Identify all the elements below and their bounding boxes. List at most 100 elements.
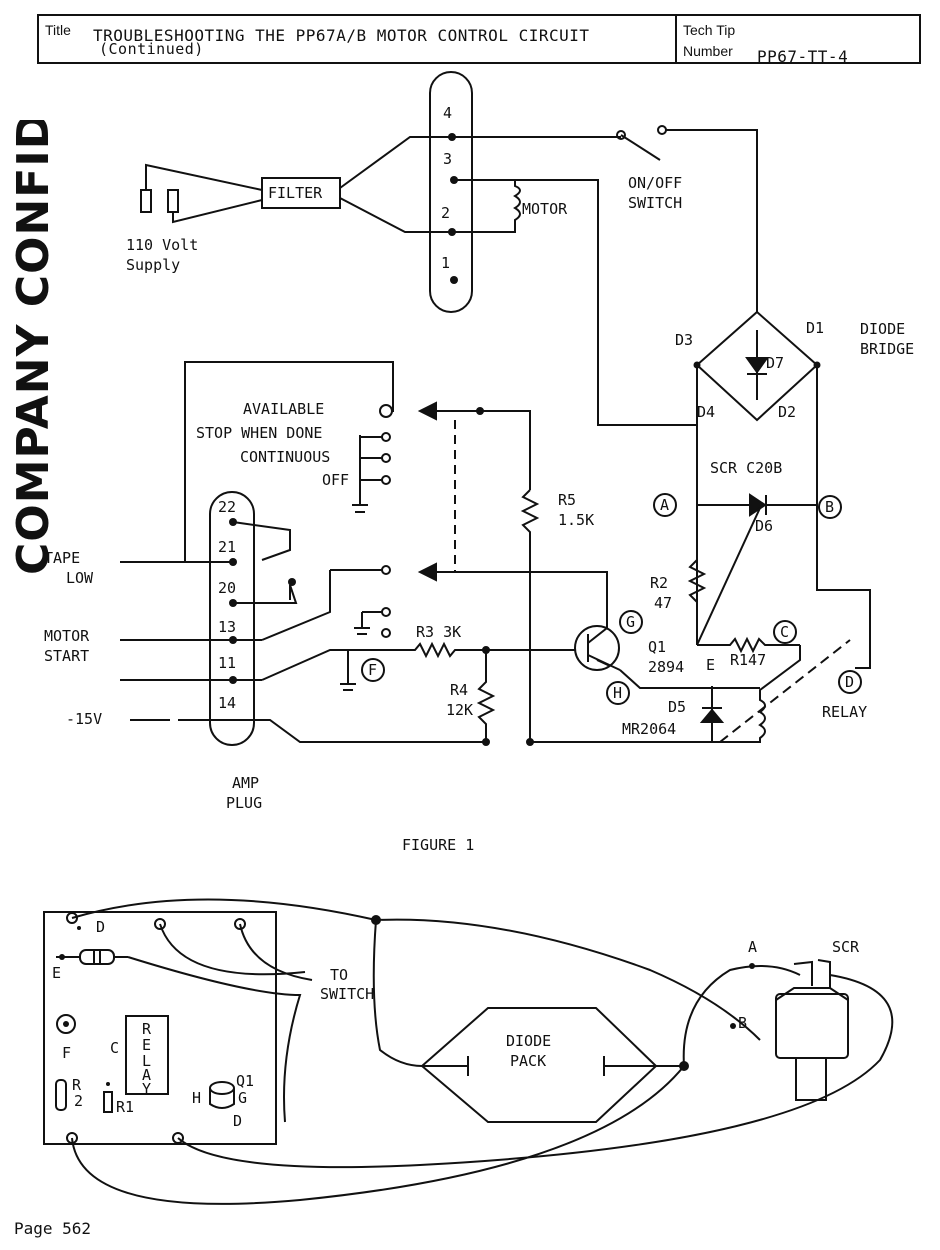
board-label-d2: D [233, 1112, 242, 1130]
amp-pin-22: 22 [218, 498, 236, 516]
relay-coil [530, 645, 801, 743]
r3-label: R3 3K [416, 623, 461, 641]
switch-blade [620, 134, 661, 161]
e-label: E [706, 656, 715, 674]
top-plug-connector [429, 71, 473, 313]
point-a-label: A [660, 496, 669, 514]
switch-label-2: SWITCH [628, 194, 682, 212]
switch-contact-2 [657, 125, 667, 135]
title-label: Title [45, 22, 71, 38]
r2-label: R2 [650, 574, 668, 592]
test-point-d [838, 670, 862, 694]
r5-label: R5 [558, 491, 576, 509]
diode-pack-label-1: DIODE [506, 1032, 551, 1050]
d4-label: D4 [697, 403, 715, 421]
amp-pin-20: 20 [218, 579, 236, 597]
page-number: Page 562 [14, 1219, 91, 1238]
board-label-c: C [110, 1039, 119, 1057]
fig2-scr-label: SCR [832, 938, 860, 956]
tech-tip-label: Tech Tip [683, 22, 736, 38]
r4-value: 12K [446, 701, 473, 719]
board-label-r: R [72, 1076, 82, 1094]
diode-pack-label-2: PACK [510, 1052, 546, 1070]
r3-resistor [261, 641, 575, 681]
input-tape: TAPE [44, 549, 80, 567]
amp-plug-label-2: PLUG [226, 794, 262, 812]
point-g-label: G [626, 613, 635, 631]
selector-arrow-bottom [417, 562, 437, 582]
plug-pin-4: 4 [443, 104, 452, 122]
board-label-d: D [96, 918, 105, 936]
board-label-q1: Q1 [236, 1072, 254, 1090]
d2-label: D2 [778, 403, 796, 421]
bridge-label-2: BRIDGE [860, 340, 914, 358]
junction-dot-1 [371, 915, 381, 925]
plug-pin-1: 1 [441, 254, 450, 272]
input-motor: MOTOR [44, 627, 90, 645]
board-label-g: G [238, 1089, 247, 1107]
relay-label: RELAY [822, 703, 867, 721]
title-block: Title TROUBLESHOOTING THE PP67A/B MOTOR … [37, 14, 921, 66]
test-point-h [606, 681, 630, 705]
relay-letter-e: E [142, 1036, 151, 1054]
diode-bridge [695, 310, 819, 422]
selector-ground-icon [352, 435, 368, 513]
contact-ground-icon [354, 611, 382, 635]
plug-pin-3: 3 [443, 150, 452, 168]
selector-continuous: CONTINUOUS [240, 448, 330, 466]
d3-label: D3 [675, 331, 693, 349]
r1-resistor [697, 636, 800, 654]
point-b-label: B [825, 498, 834, 516]
r4-resistor [476, 650, 496, 742]
point-f-ground-icon [340, 650, 356, 691]
q1-value: 2894 [648, 658, 684, 676]
d7-diode [745, 357, 769, 374]
d5-label: D5 [668, 698, 686, 716]
test-point-c [773, 620, 797, 644]
input-start: START [44, 647, 89, 665]
scr-symbol [749, 493, 767, 517]
board-label-f: F [62, 1044, 71, 1062]
board-diode-icon [56, 949, 128, 965]
filter-box [261, 177, 341, 209]
board-r2-resistor [55, 1079, 67, 1111]
board-label-r1: R1 [116, 1098, 134, 1116]
q1-label: Q1 [648, 638, 666, 656]
plug-pin-2: 2 [441, 204, 450, 222]
test-point-b [818, 495, 842, 519]
r5-value: 1.5K [558, 511, 594, 529]
circuit-board [43, 911, 277, 1145]
to-switch-label-2: SWITCH [320, 985, 374, 1003]
amp-pin-11: 11 [218, 654, 236, 672]
r2-value: 47 [654, 594, 672, 612]
r4-label: R4 [450, 681, 468, 699]
d1-label: D1 [806, 319, 824, 337]
fig2-b-label: B [738, 1014, 747, 1032]
q1-transistor [574, 625, 620, 671]
selector-stop-when-done: STOP WHEN DONE [196, 424, 322, 442]
title-text: TROUBLESHOOTING THE PP67A/B MOTOR CONTRO… [93, 26, 590, 45]
selector-available: AVAILABLE [243, 400, 324, 418]
test-point-a [653, 493, 677, 517]
d5-value: MR2064 [622, 720, 676, 738]
to-switch-label-1: TO [330, 966, 348, 984]
r1-label: R147 [730, 651, 766, 669]
amp-plug-label-1: AMP [232, 774, 259, 792]
board-r1-resistor [103, 1091, 113, 1113]
filter-label: FILTER [268, 184, 323, 202]
point-h-label: H [613, 684, 622, 702]
amp-pin-14: 14 [218, 694, 236, 712]
d7-label: D7 [766, 354, 784, 372]
motor-label: MOTOR [522, 200, 568, 218]
supply-label-1: 110 Volt [126, 236, 198, 254]
d6-label: D6 [755, 517, 773, 535]
fig2-a-label: A [748, 938, 757, 956]
amp-plug-connector [209, 491, 255, 746]
relay-letter-y: Y [142, 1080, 151, 1098]
relay-letter-a: A [142, 1066, 151, 1084]
switch-contact-1 [616, 130, 626, 140]
board-label-2: 2 [74, 1092, 83, 1110]
amp-pin-13: 13 [218, 618, 236, 636]
amp-pin-21: 21 [218, 538, 236, 556]
